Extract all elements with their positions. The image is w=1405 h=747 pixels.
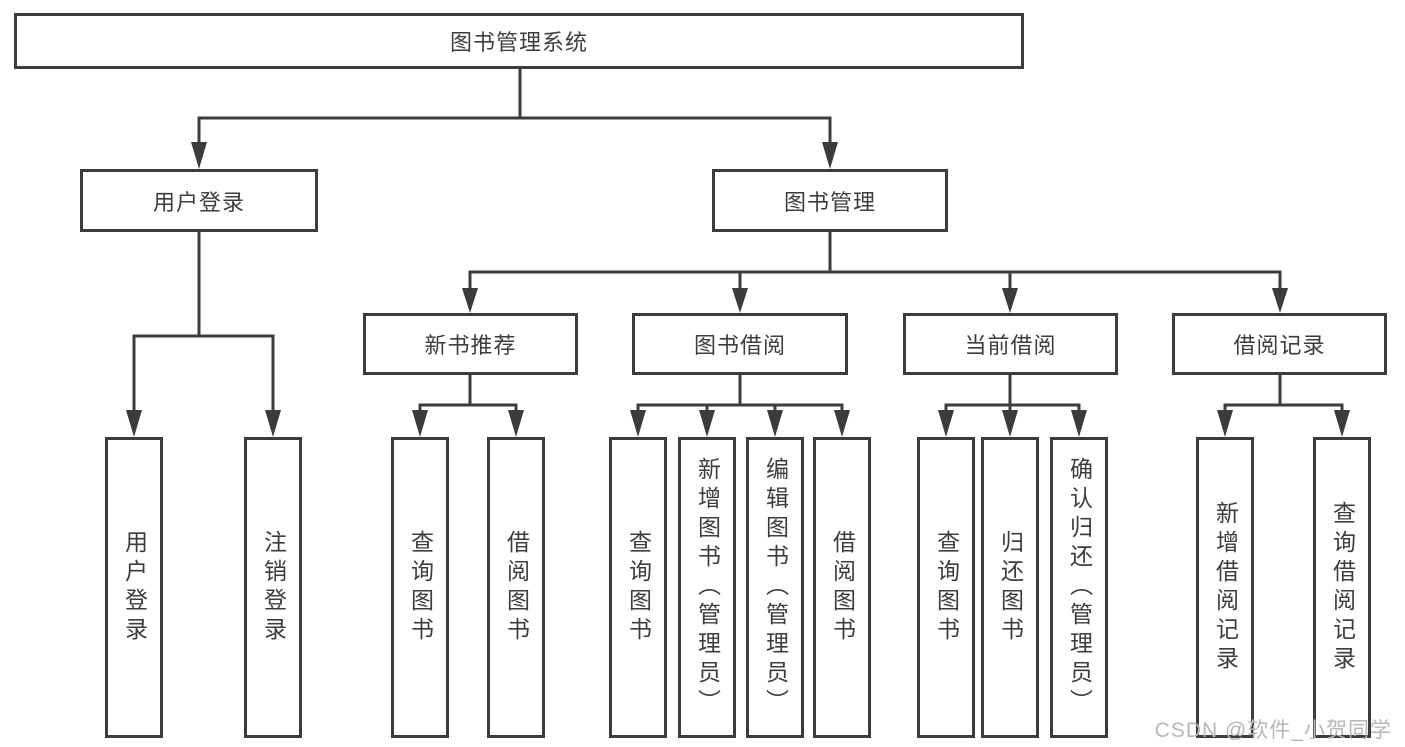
leaf-logout: 注销登录 [244,437,302,738]
connector-path [132,67,1344,414]
leaf-borrow-books-borrowing-label: 借阅图书 [829,529,856,646]
leaf-add-borrow-record-label: 新增借阅记录 [1212,500,1239,675]
leaf-logout-label: 注销登录 [260,529,287,646]
leaf-query-books-recommend-label: 查询图书 [407,529,434,646]
csdn-watermark: CSDN @软件_小贺同学 [1154,719,1392,742]
leaf-return-books: 归还图书 [981,437,1039,738]
leaf-user-login: 用户登录 [105,437,163,738]
leaf-query-books-borrowing: 查询图书 [609,437,667,738]
leaf-return-books-label: 归还图书 [997,529,1024,646]
leaf-add-book-admin: 新增图书（管理员） [678,437,736,738]
leaf-query-books-current-label: 查询图书 [933,529,960,646]
node-user-login: 用户登录 [80,169,318,232]
arrowheads [126,142,1350,437]
leaf-edit-book-admin: 编辑图书（管理员） [746,437,804,738]
leaf-borrow-books-recommend-label: 借阅图书 [503,529,530,646]
node-book-borrowing: 图书借阅 [632,313,848,375]
node-current-borrowing: 当前借阅 [903,313,1118,375]
leaf-query-borrow-record-label: 查询借阅记录 [1329,500,1356,675]
leaf-borrow-books-recommend: 借阅图书 [487,437,545,738]
leaf-user-login-label: 用户登录 [121,529,148,646]
node-book-management: 图书管理 [712,169,948,232]
leaf-add-borrow-record: 新增借阅记录 [1196,437,1254,738]
leaf-add-book-admin-label: 新增图书（管理员） [694,457,721,718]
leaf-query-books-current: 查询图书 [917,437,975,738]
leaf-query-books-recommend: 查询图书 [391,437,449,738]
node-new-book-recommend: 新书推荐 [363,313,578,375]
node-library-system: 图书管理系统 [14,13,1024,69]
leaf-confirm-return-admin: 确认归还（管理员） [1050,437,1108,738]
node-borrow-records: 借阅记录 [1172,313,1387,375]
leaf-confirm-return-admin-label: 确认归还（管理员） [1066,457,1093,718]
leaf-borrow-books-borrowing: 借阅图书 [813,437,871,738]
leaf-edit-book-admin-label: 编辑图书（管理员） [762,457,789,718]
leaf-query-books-borrowing-label: 查询图书 [625,529,652,646]
leaf-query-borrow-record: 查询借阅记录 [1313,437,1371,738]
